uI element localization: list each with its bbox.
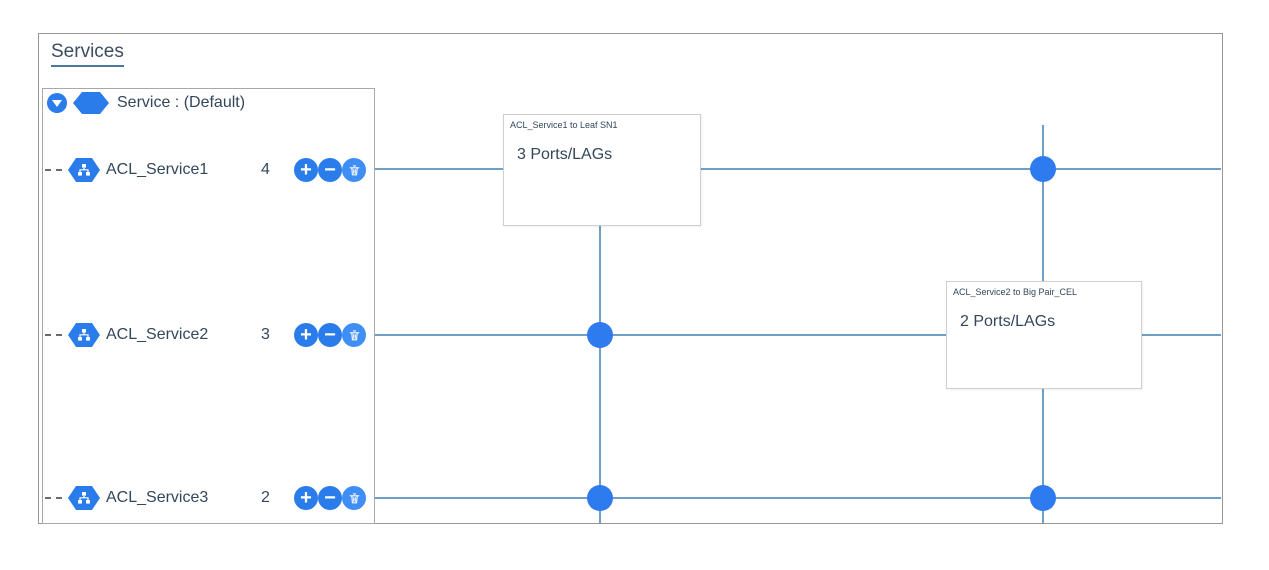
add-button[interactable]: + bbox=[294, 158, 318, 182]
row-actions: + − bbox=[294, 158, 366, 182]
service-name[interactable]: ACL_Service1 bbox=[106, 161, 209, 178]
service-count: 4 bbox=[261, 161, 270, 178]
service2-connection-line bbox=[375, 334, 1221, 336]
service3-connection-line bbox=[375, 497, 1221, 499]
services-container: Services Service : (Default) ACL_Ser bbox=[38, 33, 1223, 524]
connection-node[interactable] bbox=[587, 485, 613, 511]
service-tree-panel: Service : (Default) ACL_Service1 4 + − bbox=[42, 88, 375, 524]
connection-tooltip: ACL_Service2 to Big Pair_CEL 2 Ports/LAG… bbox=[946, 281, 1142, 389]
connection-node[interactable] bbox=[1030, 156, 1056, 182]
connection-node[interactable] bbox=[1030, 485, 1056, 511]
add-button[interactable]: + bbox=[294, 323, 318, 347]
service-row[interactable]: ACL_Service3 2 + − bbox=[43, 486, 374, 510]
sitemap-icon bbox=[78, 329, 90, 341]
tree-branch-connector bbox=[45, 497, 62, 499]
chevron-down-icon[interactable] bbox=[47, 93, 67, 113]
trash-icon bbox=[349, 329, 359, 340]
row-actions: + − bbox=[294, 486, 366, 510]
service-node-icon bbox=[68, 158, 100, 182]
connection-tooltip: ACL_Service1 to Leaf SN1 3 Ports/LAGs bbox=[503, 114, 701, 226]
add-button[interactable]: + bbox=[294, 486, 318, 510]
tooltip-title: ACL_Service1 to Leaf SN1 bbox=[510, 120, 618, 130]
sitemap-icon bbox=[78, 492, 90, 504]
remove-button[interactable]: − bbox=[318, 158, 342, 182]
service-count: 2 bbox=[261, 489, 270, 506]
trash-icon bbox=[349, 492, 359, 503]
tree-root-row[interactable]: Service : (Default) bbox=[43, 91, 374, 115]
delete-button[interactable] bbox=[342, 323, 366, 347]
service1-connection-line bbox=[375, 168, 1221, 170]
tooltip-body: 2 Ports/LAGs bbox=[960, 313, 1056, 330]
tooltip-title: ACL_Service2 to Big Pair_CEL bbox=[953, 287, 1078, 297]
service-group-hexagon-icon bbox=[73, 92, 109, 114]
service-node-icon bbox=[68, 486, 100, 510]
trash-icon bbox=[349, 164, 359, 175]
row-actions: + − bbox=[294, 323, 366, 347]
service-node-icon bbox=[68, 323, 100, 347]
service-row[interactable]: ACL_Service2 3 + − bbox=[43, 323, 374, 347]
service-name[interactable]: ACL_Service3 bbox=[106, 489, 209, 506]
service-count: 3 bbox=[261, 326, 270, 343]
remove-button[interactable]: − bbox=[318, 486, 342, 510]
tooltip-body: 3 Ports/LAGs bbox=[517, 146, 613, 163]
sitemap-icon bbox=[78, 164, 90, 176]
connection-node[interactable] bbox=[587, 322, 613, 348]
delete-button[interactable] bbox=[342, 486, 366, 510]
remove-button[interactable]: − bbox=[318, 323, 342, 347]
delete-button[interactable] bbox=[342, 158, 366, 182]
tree-branch-connector bbox=[45, 169, 62, 171]
tree-root-label: Service : (Default) bbox=[117, 94, 246, 111]
service-row[interactable]: ACL_Service1 4 + − bbox=[43, 158, 374, 182]
page-title: Services bbox=[51, 40, 124, 67]
service-name[interactable]: ACL_Service2 bbox=[106, 326, 209, 343]
tree-branch-connector bbox=[45, 334, 62, 336]
